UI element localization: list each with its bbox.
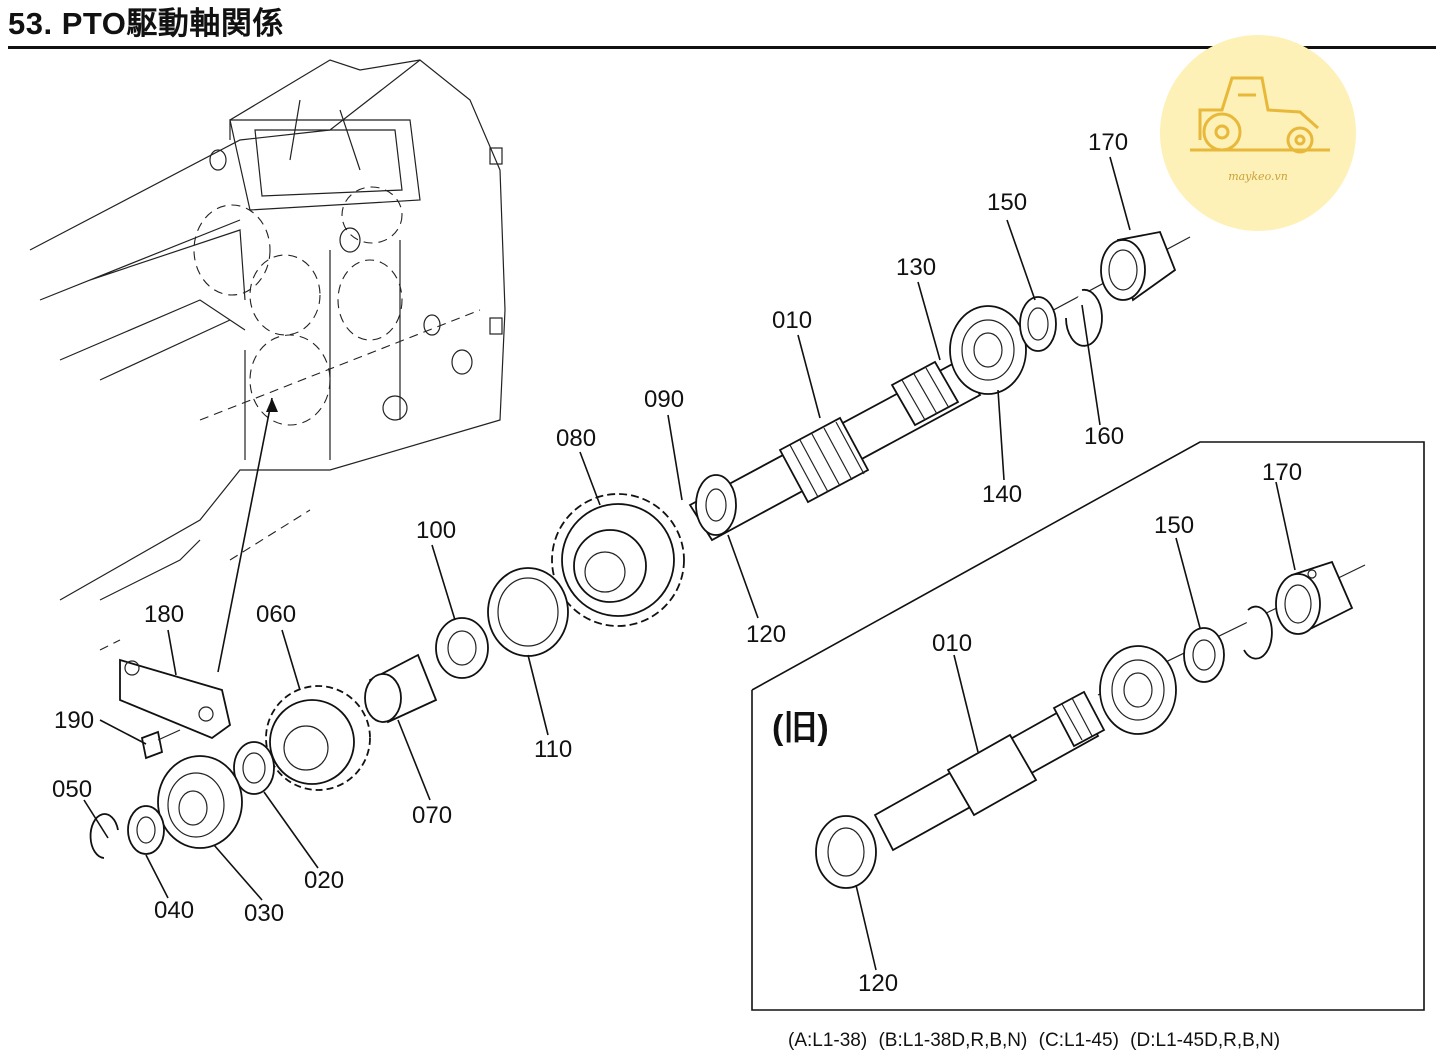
label-010: 010	[772, 307, 812, 334]
old-type-inset: 170 150 010 120	[751, 441, 1425, 1011]
label-030: 030	[244, 900, 284, 927]
old-type-label: (旧)	[772, 709, 829, 747]
main-shaft	[688, 236, 1191, 542]
label-090: 090	[644, 386, 684, 413]
label-080: 080	[556, 425, 596, 452]
bolt-190	[140, 729, 181, 760]
part-labels: 170 150 130 010 090 080 160 140 100 120 …	[52, 129, 1128, 927]
plate-180	[119, 658, 232, 740]
bearing-030	[157, 755, 243, 849]
model-d: (D:L1-45D,R,B,N)	[1130, 1030, 1281, 1051]
label-050: 050	[52, 776, 92, 803]
arrow-head	[266, 398, 278, 412]
logo: maykeo.vn	[1160, 35, 1356, 231]
bearing-110	[487, 567, 569, 657]
label-180: 180	[144, 601, 184, 628]
label-160: 160	[1084, 423, 1124, 450]
model-a: (A:L1-38)	[788, 1030, 868, 1051]
washer-150	[1019, 296, 1057, 352]
label-110: 110	[534, 736, 572, 763]
bushing-170	[1100, 230, 1177, 302]
tractor-icon	[1190, 76, 1330, 154]
label-100: 100	[416, 517, 456, 544]
bearing-140	[949, 305, 1027, 395]
title-rule	[8, 46, 1436, 49]
washer-020	[233, 741, 275, 795]
model-c: (C:L1-45)	[1038, 1030, 1119, 1051]
leader-lines	[83, 156, 1131, 901]
label-140: 140	[982, 481, 1022, 508]
old-label-150: 150	[1154, 512, 1194, 539]
old-label-120: 120	[858, 970, 898, 997]
thrust-washer-120	[695, 474, 737, 536]
gear-080	[551, 493, 685, 627]
page-title: 53. PTO駆動軸関係	[8, 6, 284, 41]
label-150: 150	[987, 189, 1027, 216]
label-120: 120	[746, 621, 786, 648]
old-label-010: 010	[932, 630, 972, 657]
model-legend: (A:L1-38) (B:L1-38D,R,B,N) (C:L1-45) (D:…	[788, 1030, 1286, 1052]
leader-housing-180	[217, 397, 273, 673]
logo-caption: maykeo.vn	[1228, 170, 1288, 183]
gear-060	[265, 685, 371, 791]
label-170: 170	[1088, 129, 1128, 156]
transmission-housing	[29, 59, 506, 651]
old-label-170: 170	[1262, 459, 1302, 486]
collar-100	[435, 617, 489, 679]
label-070: 070	[412, 802, 452, 829]
label-020: 020	[304, 867, 344, 894]
label-040: 040	[154, 897, 194, 924]
label-130: 130	[896, 254, 936, 281]
snap-ring-050	[89, 813, 119, 859]
washer-040	[127, 805, 165, 855]
label-060: 060	[256, 601, 296, 628]
bushing-070	[364, 653, 438, 724]
label-190: 190	[54, 707, 94, 734]
model-b: (B:L1-38D,R,B,N)	[878, 1030, 1028, 1051]
